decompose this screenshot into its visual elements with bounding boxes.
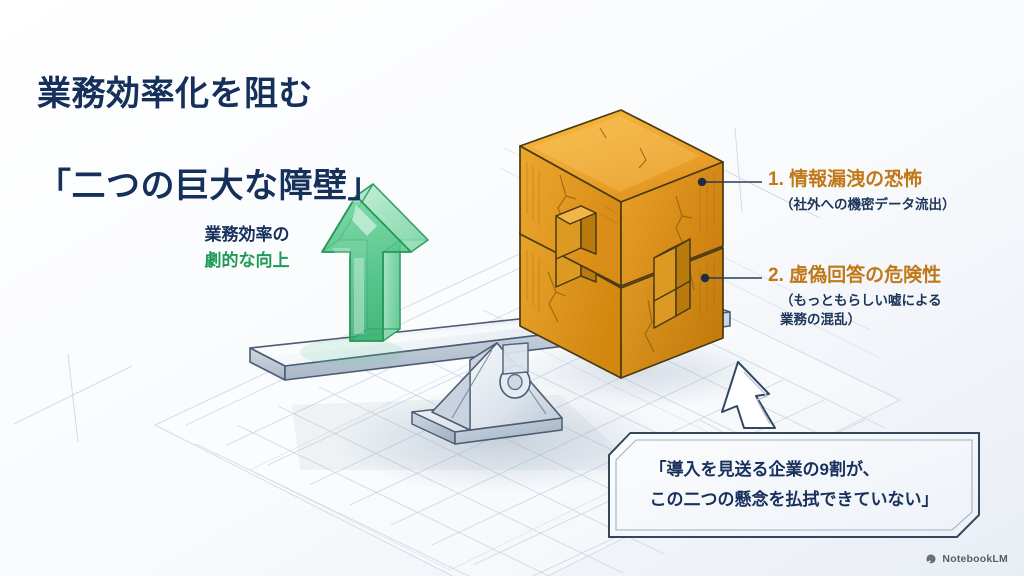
title-line-2: 「二つの巨大な障壁」	[37, 166, 382, 205]
quote-text: 「導入を見送る企業の9割が、 この二つの懸念を払拭できていない」	[649, 460, 939, 509]
clasp-left-lower	[555, 233, 597, 288]
shadow-lever	[292, 395, 640, 470]
fulcrum-stand	[411, 342, 563, 445]
callout-up-arrow	[721, 361, 776, 429]
leader-dot-2	[700, 273, 710, 283]
annotation-item-2: 2. 虚偽回答の危険性 （もっともらしい嘘による 業務の混乱）	[768, 264, 1008, 330]
annotation-1-subtext: （社外への機密データ流出）	[780, 196, 956, 212]
annotation-item-1: 1. 情報漏洩の恐怖 （社外への機密データ流出）	[768, 168, 1008, 214]
efficiency-caption-line-2: 劇的な向上	[204, 251, 290, 271]
notebooklm-mark-icon	[926, 554, 936, 564]
clasp-right-upper	[653, 238, 691, 302]
annotation-1-heading: 1. 情報漏洩の恐怖	[768, 169, 923, 190]
annotation-2-subtext: （もっともらしい嘘による 業務の混乱）	[780, 292, 942, 328]
clasp-left-upper	[555, 205, 597, 260]
clasp-right-lower	[653, 265, 691, 329]
seesaw-plank	[249, 299, 731, 381]
efficiency-caption-line-1: 業務効率の	[204, 225, 290, 244]
annotation-2-heading: 2. 虚偽回答の危険性	[768, 265, 942, 286]
leader-dot-1	[697, 177, 707, 187]
notebooklm-logo: NotebookLM	[925, 553, 1008, 565]
pivot-hub	[499, 365, 531, 399]
quote-callout-box: 「導入を見送る企業の9割が、 この二つの懸念を払拭できていない」	[608, 432, 980, 538]
notebooklm-logo-text: NotebookLM	[942, 553, 1008, 565]
title-line-1: 業務効率化を阻む	[37, 74, 313, 113]
shadow-blocks	[510, 336, 770, 408]
efficiency-caption: 業務効率の 劇的な向上	[172, 222, 322, 275]
page-title: 業務効率化を阻む 「二つの巨大な障壁」	[37, 26, 557, 255]
